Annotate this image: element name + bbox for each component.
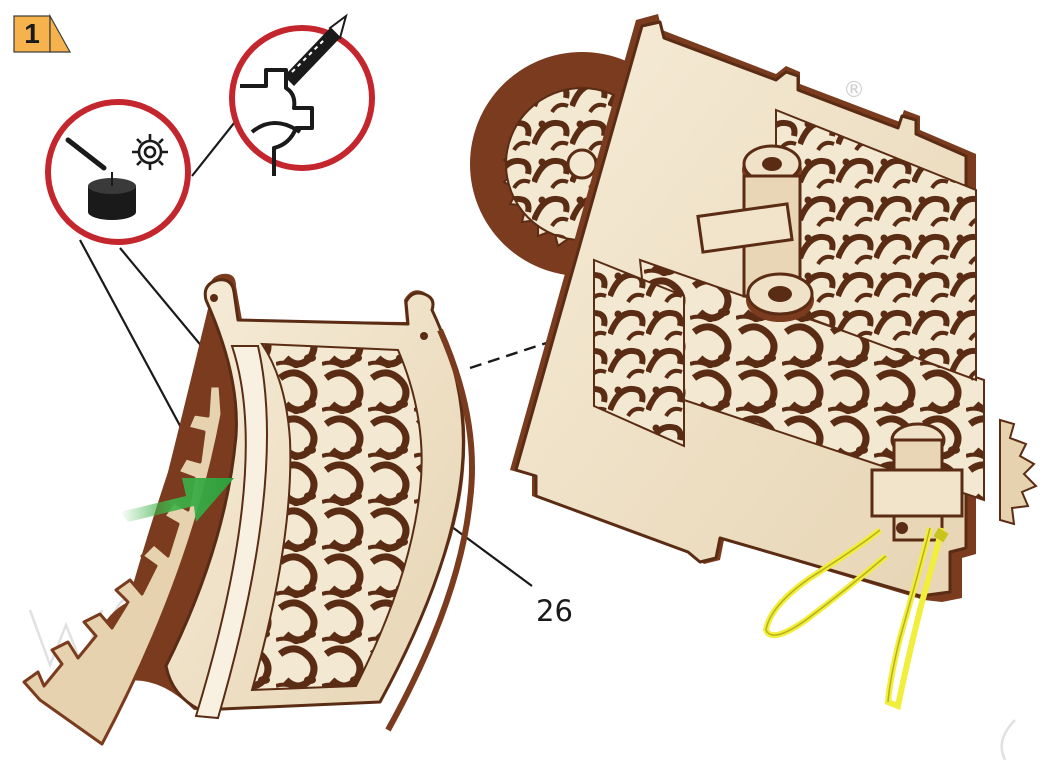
registered-mark: ® <box>843 78 865 103</box>
step-number-badge: 1 <box>14 16 72 52</box>
part-number-label: 26 <box>536 594 573 628</box>
glue-wax-callout <box>48 102 188 242</box>
step-number: 1 <box>14 16 50 52</box>
part-26-gear-segment <box>24 274 472 744</box>
cutter-callout <box>232 16 372 176</box>
